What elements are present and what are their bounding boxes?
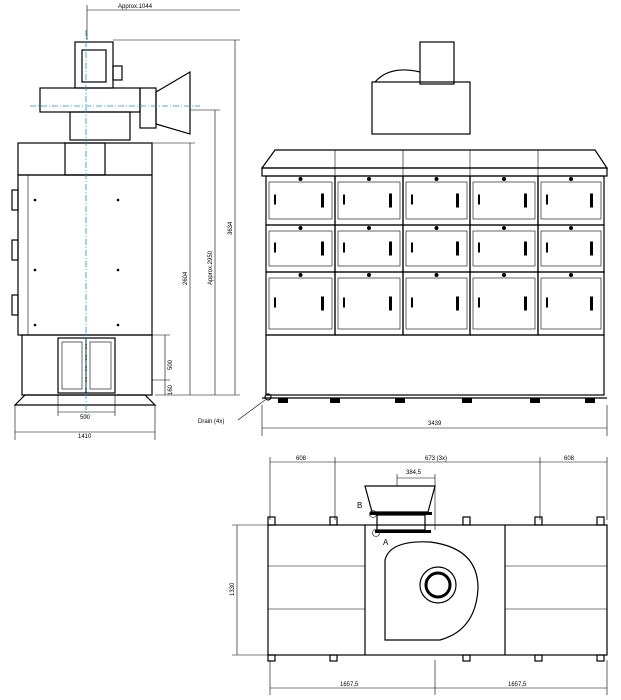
filter-module [402,175,471,226]
top-view: B A 608 673 (3x) 608 384,5 1330 1657,5 1… [230,456,608,695]
dim-500-vertical: 500 [168,359,174,370]
dim-673-3x: 673 (3x) [425,456,447,462]
dim-approx-2950: Approx.2950 [208,250,214,285]
filter-module [334,271,404,336]
dim-1330: 1330 [230,582,236,596]
filter-module [265,271,336,336]
top-body [267,524,608,656]
dim-approx-1044: Approx.1044 [118,4,153,10]
filter-module [334,224,404,273]
dim-608-left: 608 [296,456,307,462]
dim-500-horizontal: 500 [80,415,91,421]
side-base [13,394,157,406]
filter-modules [265,175,605,336]
filter-module [469,175,539,226]
front-fan-housing [371,81,471,135]
filter-module [469,271,539,336]
side-fan-housing [39,87,141,113]
top-inlet-cone [364,485,436,513]
dim-3439: 3439 [428,421,442,427]
drain-label: Drain (4x) [198,419,224,425]
filter-module [469,224,539,273]
dim-160: 160 [168,384,174,395]
front-view: Drain (4x) 3439 [198,41,609,436]
filter-module [265,224,336,273]
side-motor [74,41,114,89]
side-view: Approx.1044 3634 Approx.2950 2604 500 16… [11,4,240,440]
front-motor [419,41,455,85]
dim-1657-5-left: 1657,5 [340,682,359,688]
dim-1657-5-right: 1657,5 [508,682,527,688]
filter-module [402,224,471,273]
filter-module [265,175,336,226]
dim-1410: 1410 [78,434,92,440]
dim-2604: 2604 [183,271,189,285]
side-outlet-cone [155,70,191,135]
dim-3634: 3634 [228,221,234,235]
front-roof [260,149,609,169]
dim-608-right: 608 [564,456,575,462]
filter-module [334,175,404,226]
lifting-lugs [267,516,605,662]
dim-384-5: 384,5 [406,470,422,476]
label-a: A [383,538,389,547]
label-b: B [357,501,362,510]
front-base [265,334,605,396]
side-cabinet [17,174,153,336]
top-fan-impeller [419,566,457,604]
top-fan-scroll [384,541,479,641]
filter-module [402,271,471,336]
